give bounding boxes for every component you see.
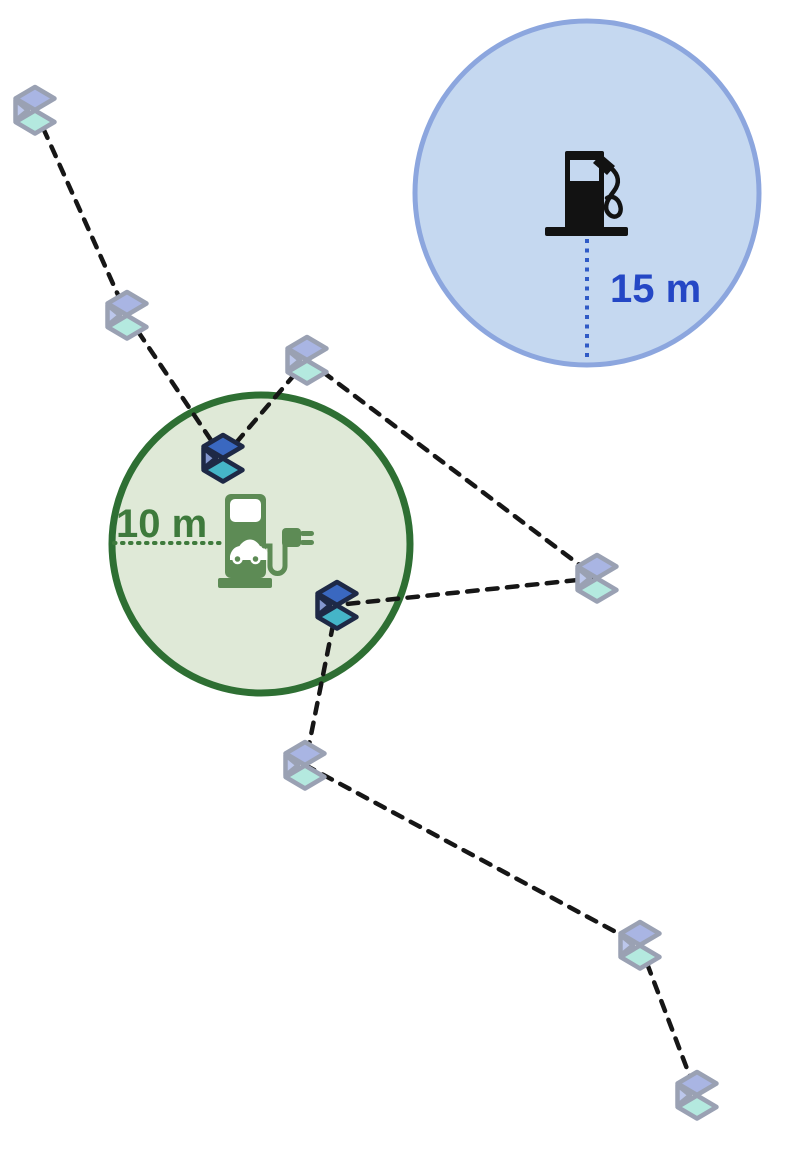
marker-side-facet — [201, 445, 219, 471]
marker-bottom-facet — [575, 576, 619, 604]
waypoint-marker-7 — [283, 739, 327, 791]
marker-bottom-facet — [105, 313, 149, 341]
fuel-pump-base — [545, 227, 628, 236]
ev-charger-base — [218, 578, 272, 588]
fuel-pump-window — [570, 160, 599, 181]
marker-side-facet — [105, 302, 123, 328]
trajectory-segment-6 — [302, 602, 340, 768]
ev-charger-screen — [230, 499, 261, 522]
marker-side-facet — [315, 592, 333, 618]
marker-bottom-facet — [675, 1093, 719, 1121]
waypoint-marker-6 — [315, 579, 359, 631]
ev-car-wheel — [250, 553, 261, 565]
marker-side-facet — [675, 1082, 693, 1108]
marker-bottom-facet — [315, 603, 359, 631]
marker-bottom-facet — [618, 943, 662, 971]
trajectory-segment-2 — [124, 312, 226, 461]
marker-side-facet — [575, 565, 593, 591]
trajectory-segment-8 — [637, 942, 700, 1098]
marker-side-facet — [13, 97, 31, 123]
waypoint-marker-3 — [201, 432, 245, 484]
trajectory-segment-7 — [302, 762, 643, 948]
waypoint-marker-4 — [285, 334, 329, 386]
waypoint-marker-1 — [13, 84, 57, 136]
waypoint-marker-9 — [675, 1069, 719, 1121]
marker-side-facet — [285, 347, 303, 373]
geofence-zones — [108, 18, 762, 697]
radius-indicator-lines — [112, 239, 589, 545]
marker-side-facet — [618, 932, 636, 958]
ev-plug-prong — [300, 540, 314, 545]
marker-side-facet — [283, 752, 301, 778]
ev-zone-radius-label: 10 m — [116, 502, 207, 546]
fuel-pump-hose — [603, 165, 623, 219]
waypoint-marker-5 — [575, 552, 619, 604]
waypoint-marker-8 — [618, 919, 662, 971]
trajectory-segment-1 — [32, 107, 130, 318]
zone-labels: 15 m 10 m — [116, 267, 701, 546]
trajectory-segment-4 — [304, 357, 600, 581]
marker-bottom-facet — [13, 108, 57, 136]
ev-charging-station-icon — [218, 494, 314, 588]
marker-bottom-facet — [285, 358, 329, 386]
waypoint-marker-2 — [105, 289, 149, 341]
marker-bottom-facet — [283, 763, 327, 791]
ev-plug-icon — [282, 528, 301, 547]
fuel-pump-nozzle — [593, 154, 615, 175]
fuel-pump-icon — [545, 151, 628, 236]
fuel-zone-radius-label: 15 m — [610, 267, 701, 311]
trajectory-segment-5 — [334, 575, 600, 608]
marker-bottom-facet — [201, 456, 245, 484]
ev-charger-cable — [261, 534, 288, 576]
waypoint-markers — [13, 84, 719, 1121]
ev-plug-prong — [300, 531, 314, 536]
ev-car-wheel — [232, 553, 243, 565]
